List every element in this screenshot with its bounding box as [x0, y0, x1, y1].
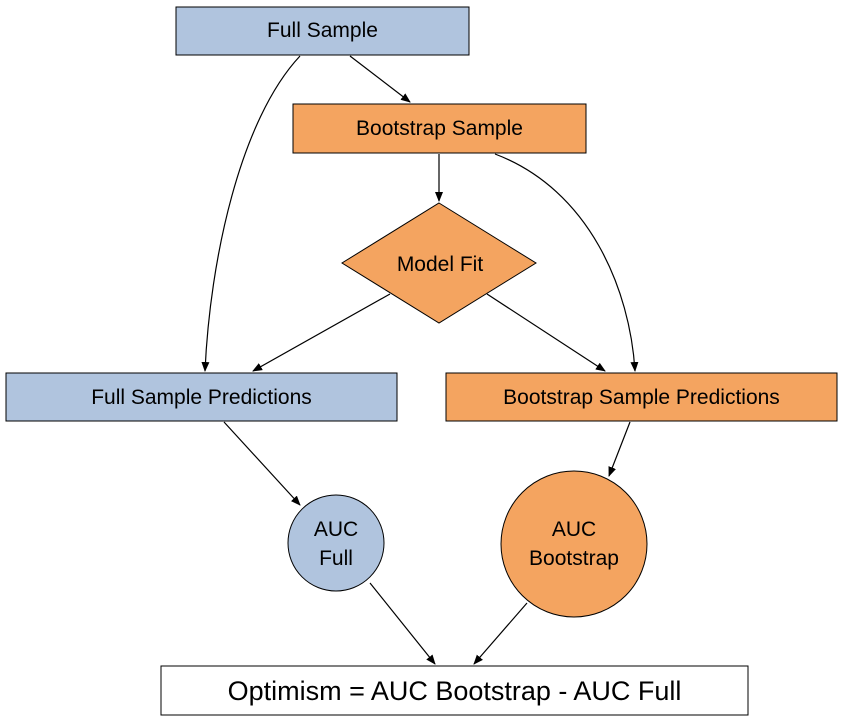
- full-sample-predictions-box: [5, 372, 398, 422]
- edge-auc-full-to-optimism: [369, 582, 436, 665]
- edge-full-sample-to-full-sample-predictions: [201, 55, 301, 372]
- edge-bootstrap-sample-predictions-to-auc-bootstrap: [608, 421, 631, 477]
- node-auc-full: AUC Full: [287, 494, 385, 592]
- edge-auc-bootstrap-to-optimism: [473, 602, 528, 665]
- node-model-fit: Model Fit: [341, 202, 537, 324]
- optimism-formula-label: Optimism = AUC Bootstrap - AUC Full: [228, 676, 682, 706]
- full-sample-predictions-label: Full Sample Predictions: [91, 386, 312, 409]
- auc-bootstrap-label-line2: Bootstrap: [529, 547, 619, 570]
- edge-full-sample-predictions-to-auc-full: [223, 421, 301, 506]
- bootstrap-sample-label: Bootstrap Sample: [356, 117, 523, 140]
- edge-full-sample-to-bootstrap-sample: [349, 55, 411, 103]
- node-optimism: Optimism = AUC Bootstrap - AUC Full: [160, 665, 749, 716]
- auc-full-label-line2: Full: [319, 547, 353, 570]
- auc-bootstrap-circle: [500, 470, 648, 618]
- model-fit-diamond: [341, 202, 537, 324]
- node-bootstrap-sample-predictions: Bootstrap Sample Predictions: [445, 372, 838, 422]
- bootstrap-sample-box: [292, 103, 587, 154]
- edge-bootstrap-sample-to-bootstrap-sample-predictions: [494, 153, 639, 372]
- node-full-sample: Full Sample: [175, 6, 470, 56]
- auc-full-circle: [287, 494, 385, 592]
- model-fit-label: Model Fit: [397, 253, 484, 276]
- bootstrap-sample-predictions-label: Bootstrap Sample Predictions: [503, 386, 780, 409]
- full-sample-box: [175, 6, 470, 56]
- full-sample-label: Full Sample: [267, 19, 378, 42]
- node-full-sample-predictions: Full Sample Predictions: [5, 372, 398, 422]
- node-bootstrap-sample: Bootstrap Sample: [292, 103, 587, 154]
- edge-model-fit-to-bootstrap-sample-predictions: [486, 293, 606, 372]
- edges: [201, 55, 639, 665]
- optimism-box: [160, 665, 749, 716]
- node-auc-bootstrap: AUC Bootstrap: [500, 470, 648, 618]
- edge-model-fit-to-full-sample-predictions: [252, 293, 391, 372]
- auc-full-label-line1: AUC: [314, 518, 358, 541]
- bootstrap-sample-predictions-box: [445, 372, 838, 422]
- auc-bootstrap-label-line1: AUC: [552, 518, 596, 541]
